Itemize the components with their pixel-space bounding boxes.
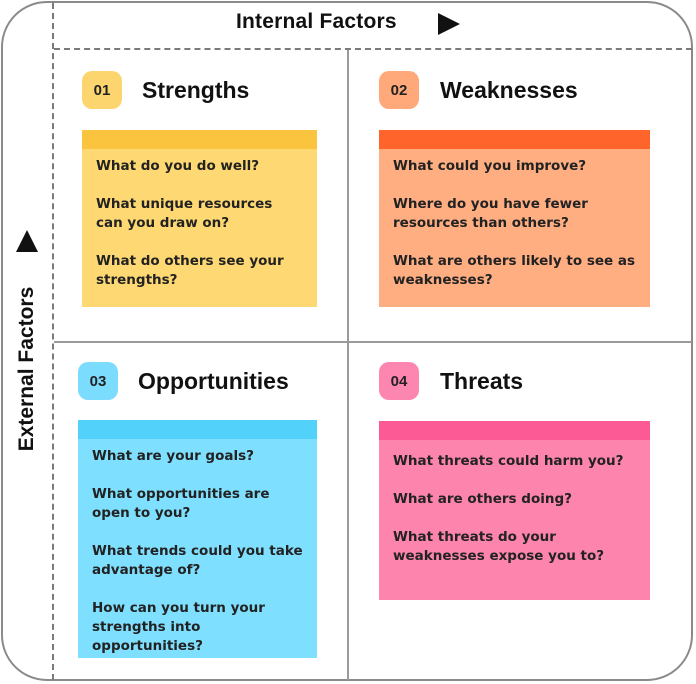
weaknesses-question: What could you improve? <box>393 158 587 174</box>
threats-question: What threats do your weaknesses expose y… <box>393 529 605 564</box>
weaknesses-note-strip <box>379 130 650 149</box>
opportunities-question: What trends could you take advantage of? <box>92 543 303 578</box>
threats-note-strip <box>379 421 650 440</box>
threats-questions: What threats could harm you? What are ot… <box>379 440 650 566</box>
weaknesses-note: What could you improve? Where do you hav… <box>379 130 650 307</box>
internal-factors-label: Internal Factors <box>236 10 397 33</box>
strengths-note-strip <box>82 130 317 149</box>
axis-divider-horizontal <box>54 48 692 50</box>
weaknesses-question: Where do you have fewer resources than o… <box>393 196 588 231</box>
strengths-questions: What do you do well? What unique resourc… <box>82 149 317 290</box>
threats-note: What threats could harm you? What are ot… <box>379 421 650 600</box>
strengths-badge: 01 <box>82 71 122 109</box>
weaknesses-questions: What could you improve? Where do you hav… <box>379 149 650 290</box>
quadrant-divider-vertical <box>347 50 349 680</box>
opportunities-question: What opportunities are open to you? <box>92 486 270 521</box>
external-factors-label: External Factors <box>15 286 38 452</box>
opportunities-note-strip <box>78 420 317 439</box>
weaknesses-title: Weaknesses <box>440 77 578 103</box>
opportunities-question: How can you turn your strengths into opp… <box>92 600 265 654</box>
threats-question: What threats could harm you? <box>393 453 624 469</box>
strengths-question: What do you do well? <box>96 158 260 174</box>
threats-title: Threats <box>440 368 524 394</box>
opportunities-title: Opportunities <box>138 368 289 394</box>
opportunities-question: What are your goals? <box>92 448 254 464</box>
strengths-question: What unique resources can you draw on? <box>96 196 273 231</box>
external-factors-axis: External Factors <box>15 281 41 457</box>
weaknesses-badge: 02 <box>379 71 419 109</box>
up-arrow-icon <box>16 230 38 252</box>
threats-badge: 04 <box>379 362 419 400</box>
threats-question: What are others doing? <box>393 491 572 507</box>
strengths-title: Strengths <box>142 77 250 103</box>
right-arrow-icon <box>438 13 460 35</box>
opportunities-questions: What are your goals? What opportunities … <box>78 439 317 656</box>
weaknesses-question: What are others likely to see as weaknes… <box>393 253 636 288</box>
opportunities-note: What are your goals? What opportunities … <box>78 420 317 658</box>
strengths-question: What do others see your strengths? <box>96 253 284 288</box>
quadrant-divider-horizontal <box>54 341 692 343</box>
opportunities-badge: 03 <box>78 362 118 400</box>
axis-divider-vertical <box>52 3 54 680</box>
strengths-note: What do you do well? What unique resourc… <box>82 130 317 307</box>
